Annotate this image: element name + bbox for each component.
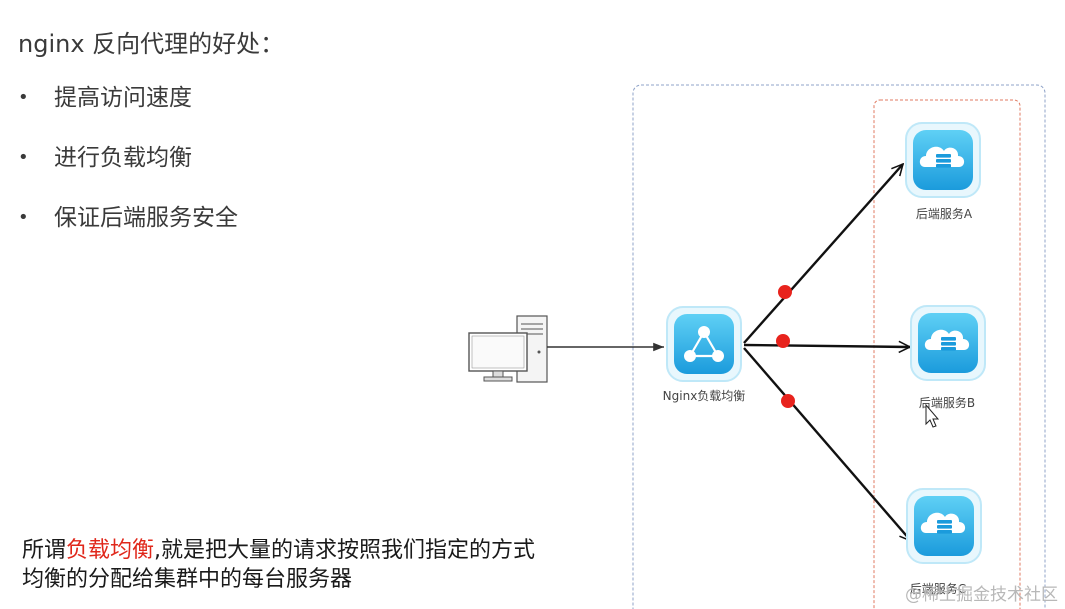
nginx-label: Nginx负载均衡 bbox=[663, 389, 746, 403]
server-c-label: 后端服务C bbox=[910, 581, 966, 596]
list-item-label: 进行负载均衡 bbox=[54, 145, 192, 171]
nginx-load-balancer-icon bbox=[666, 306, 742, 382]
server-a-label: 后端服务A bbox=[916, 206, 973, 221]
cluster-boundary bbox=[632, 84, 1046, 609]
server-group-boundary bbox=[873, 99, 1021, 609]
client-computer-icon bbox=[468, 315, 548, 383]
description-suffix: ,就是把大量的请求按照我们指定的方式均衡的分配给集群中的每台服务器 bbox=[22, 538, 536, 592]
route-arrow-a bbox=[743, 164, 903, 344]
server-c-cloud-icon bbox=[906, 488, 982, 564]
bullet-icon: • bbox=[18, 147, 29, 168]
server-b-label: 后端服务B bbox=[919, 395, 975, 410]
route-arrow-b bbox=[743, 345, 910, 347]
request-dot-a bbox=[778, 285, 792, 299]
bullet-icon: • bbox=[18, 207, 29, 228]
server-a-cloud-icon bbox=[905, 122, 981, 198]
bullet-icon: • bbox=[18, 87, 29, 108]
route-arrow-c bbox=[743, 347, 911, 541]
description-highlight: 负载均衡 bbox=[66, 538, 155, 563]
list-item: • 提高访问速度 bbox=[18, 80, 238, 140]
list-item: • 进行负载均衡 bbox=[18, 140, 238, 200]
description-prefix: 所谓 bbox=[22, 538, 67, 563]
request-dot-b bbox=[776, 334, 790, 348]
request-dot-c bbox=[781, 394, 795, 408]
server-b-cloud-icon bbox=[910, 305, 986, 381]
mouse-cursor-icon bbox=[925, 403, 940, 428]
benefits-list: • 提高访问速度 • 进行负载均衡 • 保证后端服务安全 bbox=[18, 80, 238, 260]
watermark: @稀土掘金技术社区 bbox=[905, 585, 1058, 605]
list-item-label: 提高访问速度 bbox=[54, 85, 192, 111]
load-balancing-description: 所谓负载均衡,就是把大量的请求按照我们指定的方式均衡的分配给集群中的每台服务器 bbox=[22, 536, 542, 594]
page-title: nginx 反向代理的好处： bbox=[18, 30, 285, 58]
list-item-label: 保证后端服务安全 bbox=[54, 205, 238, 231]
list-item: • 保证后端服务安全 bbox=[18, 200, 238, 260]
